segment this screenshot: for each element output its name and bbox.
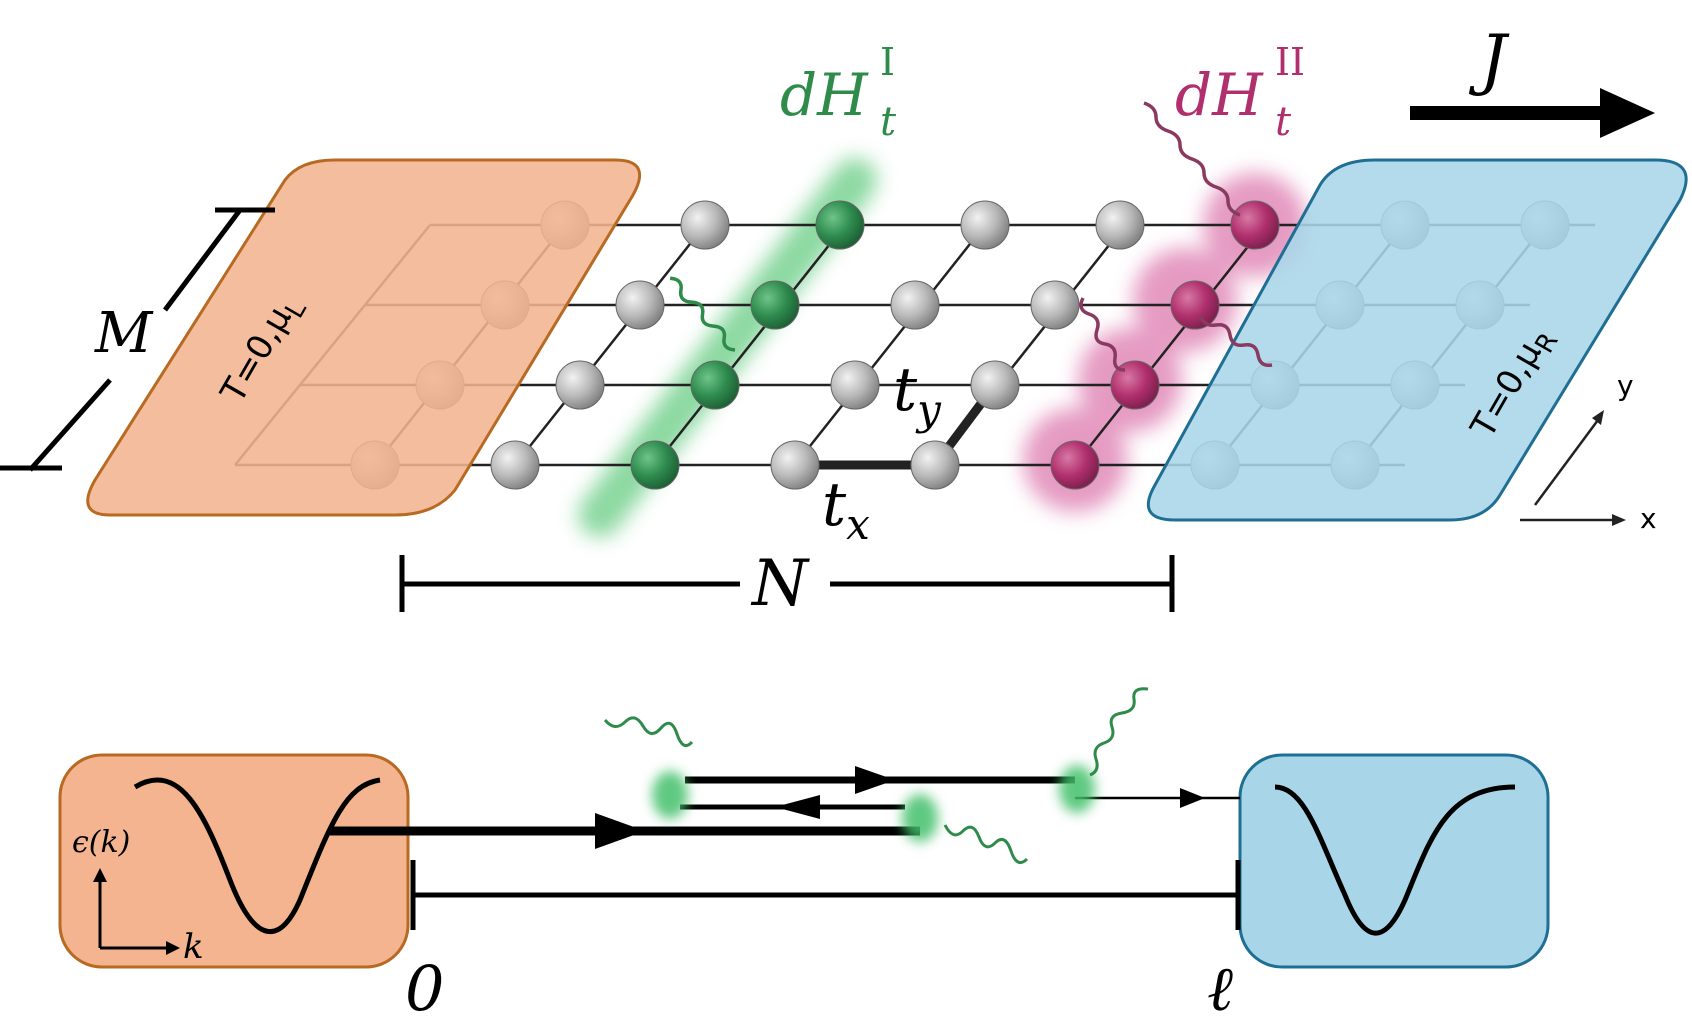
origin-label: 0 xyxy=(405,952,444,1019)
hop-y-label: ty xyxy=(893,355,942,434)
dispersion-y-label: ϵ(k) xyxy=(72,825,130,860)
wave-icon-green-bottom-3 xyxy=(1089,687,1149,777)
wave-icon-green-top xyxy=(669,276,736,352)
width-scale-bar xyxy=(0,207,275,472)
current-label: J xyxy=(1468,21,1510,98)
end-label: ℓ xyxy=(1207,952,1233,1019)
trajectory-arrowheads xyxy=(595,766,1205,849)
wave-icon-green-bottom-2 xyxy=(943,824,1029,865)
wave-icon-magenta-3 xyxy=(1198,314,1273,368)
wave-icon-magenta-1 xyxy=(1143,101,1241,217)
xy-axes xyxy=(1520,410,1626,526)
monitor-points-green xyxy=(652,765,1095,842)
left-dispersion-curve xyxy=(133,777,381,934)
width-label: M xyxy=(94,301,154,366)
length-label: N xyxy=(750,547,810,621)
dispersion-axes xyxy=(93,868,180,955)
wave-icon-magenta-2 xyxy=(1079,297,1126,372)
left-bath xyxy=(86,158,641,517)
hop-x-label: tx xyxy=(822,470,870,549)
right-bath xyxy=(1146,158,1688,522)
left-reservoir xyxy=(58,753,410,969)
axis-x-label: x xyxy=(1640,502,1657,535)
current-arrow-head xyxy=(1600,88,1655,138)
right-dispersion-curve xyxy=(1274,784,1516,936)
segment-scale-bar xyxy=(410,860,1241,930)
wave-icon-green-bottom-1 xyxy=(603,716,694,748)
dispersion-x-label: k xyxy=(183,927,204,967)
length-scale-bar xyxy=(399,555,1175,612)
axis-y-label: y xyxy=(1617,369,1634,402)
